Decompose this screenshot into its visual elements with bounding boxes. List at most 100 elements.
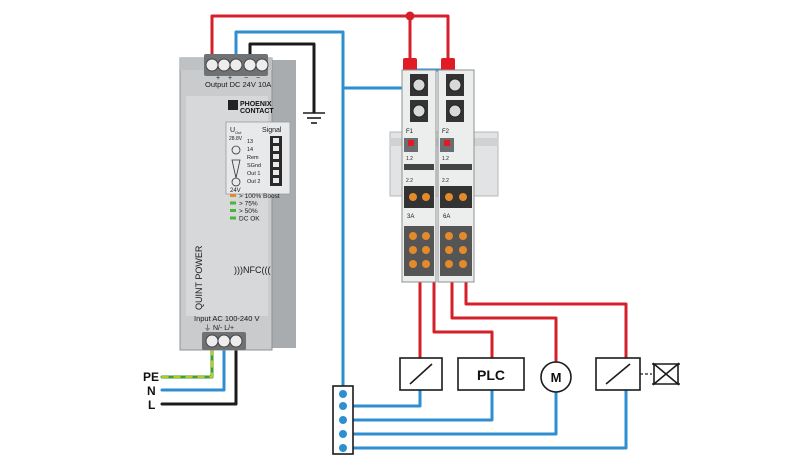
voltage-min: 24V	[230, 188, 241, 194]
circuit-breakers: F1 1.2 2.2 3A F2 1.2 2	[389, 58, 499, 283]
ground-wire	[248, 42, 316, 114]
led-indicator	[230, 201, 236, 205]
brand-line1: PHOENIX	[240, 101, 272, 108]
signal-pin	[273, 154, 279, 159]
signal-pin-label: 13	[247, 139, 253, 145]
led-legend-label: > 75%	[239, 201, 258, 208]
return-wire-relay	[341, 388, 422, 408]
plc-box	[457, 357, 525, 391]
output-terminal-sign: −	[256, 75, 260, 82]
input-terminal-labels: ⏚ N/- L/+	[204, 324, 234, 332]
fuse-connector-right	[441, 58, 455, 72]
signal-pin-label: Out 1	[247, 171, 260, 177]
terminal-screw	[205, 334, 219, 348]
terminal-screw	[243, 58, 257, 72]
positive-wire-main	[210, 14, 450, 64]
neutral-wire	[160, 342, 226, 392]
input-label: Input AC 100-240 V	[194, 314, 259, 323]
signal-pin	[273, 138, 279, 143]
led-legend-label: DC OK	[239, 216, 260, 223]
bar-terminal	[339, 416, 347, 424]
ground-symbol	[303, 112, 325, 124]
breaker-2-id: F2	[442, 129, 450, 135]
led-indicator	[230, 216, 236, 220]
solenoid-valve-load	[595, 357, 680, 391]
power-supply: ++−− Output DC 24V 10A PHOENIX CONTACT U…	[179, 54, 296, 351]
positive-junction-dot	[405, 11, 415, 21]
signal-pin	[273, 178, 279, 183]
voltage-symbol: U	[230, 127, 235, 134]
nfc-label: )))NFC(((	[234, 265, 270, 275]
wires	[160, 14, 628, 450]
signal-pin-label: Rem	[247, 155, 259, 161]
signal-pin	[273, 146, 279, 151]
terminal-screw	[229, 58, 243, 72]
breaker-module-1: F1 1.2 2.2 3A	[401, 69, 437, 283]
breaker-2-rating: 6A	[443, 214, 450, 220]
relay-coil-box	[399, 357, 443, 391]
pe-label: PE	[143, 370, 159, 384]
output-wire-motor	[450, 276, 558, 364]
terminal-screw	[229, 334, 243, 348]
bar-terminal	[339, 444, 347, 452]
breaker-2-ratio-2: 2.2	[442, 178, 449, 184]
return-wire-valve	[341, 388, 628, 450]
line-wire	[160, 342, 238, 406]
plc-load: PLC	[457, 357, 525, 391]
relay-load	[399, 357, 443, 391]
signal-pin-label: SGnd	[247, 163, 261, 169]
motor-load: M	[540, 361, 572, 393]
led-indicator	[230, 209, 236, 212]
voltage-up-icon	[231, 145, 241, 155]
signal-pin-label: Out 2	[247, 179, 260, 185]
bar-terminal	[339, 390, 347, 398]
pe-wire-stripe	[161, 343, 213, 378]
relay-coil-slash	[409, 363, 433, 385]
output-terminal-sign: +	[228, 75, 232, 82]
terminal-screw	[255, 58, 269, 72]
voltage-max: 28.8V	[229, 136, 243, 142]
bar-terminal	[339, 430, 347, 438]
solenoid-coil-slash	[605, 363, 631, 385]
output-terminal-sign: −	[244, 75, 248, 82]
fuse-connector-left	[403, 58, 417, 72]
product-name: QUINT POWER	[194, 245, 204, 310]
negative-wire-main	[234, 30, 345, 390]
signal-title: Signal	[262, 127, 282, 134]
breaker-2-ratio-1: 1.2	[442, 156, 449, 162]
terminal-screw	[217, 58, 231, 72]
motor-label: M	[551, 370, 562, 385]
return-wire-plc	[341, 388, 494, 422]
led-indicator	[230, 194, 236, 197]
voltage-scale-icon	[231, 159, 241, 179]
signal-pin	[273, 170, 279, 175]
plc-label: PLC	[477, 367, 505, 383]
output-terminal-screws	[205, 58, 269, 72]
terminal-screw	[205, 58, 219, 72]
breaker-1-id: F1	[406, 129, 414, 135]
output-wire-valve	[464, 276, 628, 360]
return-wire-motor	[341, 390, 558, 436]
breaker-1-ratio-2: 2.2	[406, 178, 413, 184]
output-terminal-sign: +	[216, 75, 220, 82]
voltage-sub: Out	[235, 130, 242, 135]
led-legend: > 100% Boost> 75%> 50%DC OK	[230, 193, 280, 223]
terminal-screw	[217, 334, 231, 348]
led-legend-label: > 50%	[239, 208, 258, 215]
brand-logo: PHOENIX CONTACT	[228, 100, 274, 115]
voltage-down-icon	[231, 177, 241, 187]
motor-circle	[540, 361, 572, 393]
output-wire-plc	[432, 276, 494, 360]
output-terminal-signs: + + − −	[216, 75, 260, 82]
l-label: L	[148, 398, 155, 412]
breaker-1-ratio-1: 1.2	[406, 156, 413, 162]
n-label: N	[147, 384, 156, 398]
breaker-1-rating: 3A	[407, 214, 414, 220]
led-legend-label: > 100% Boost	[239, 193, 280, 200]
valve-icon	[652, 362, 680, 386]
distribution-terminal-bar	[332, 385, 354, 455]
bar-terminal	[339, 402, 347, 410]
